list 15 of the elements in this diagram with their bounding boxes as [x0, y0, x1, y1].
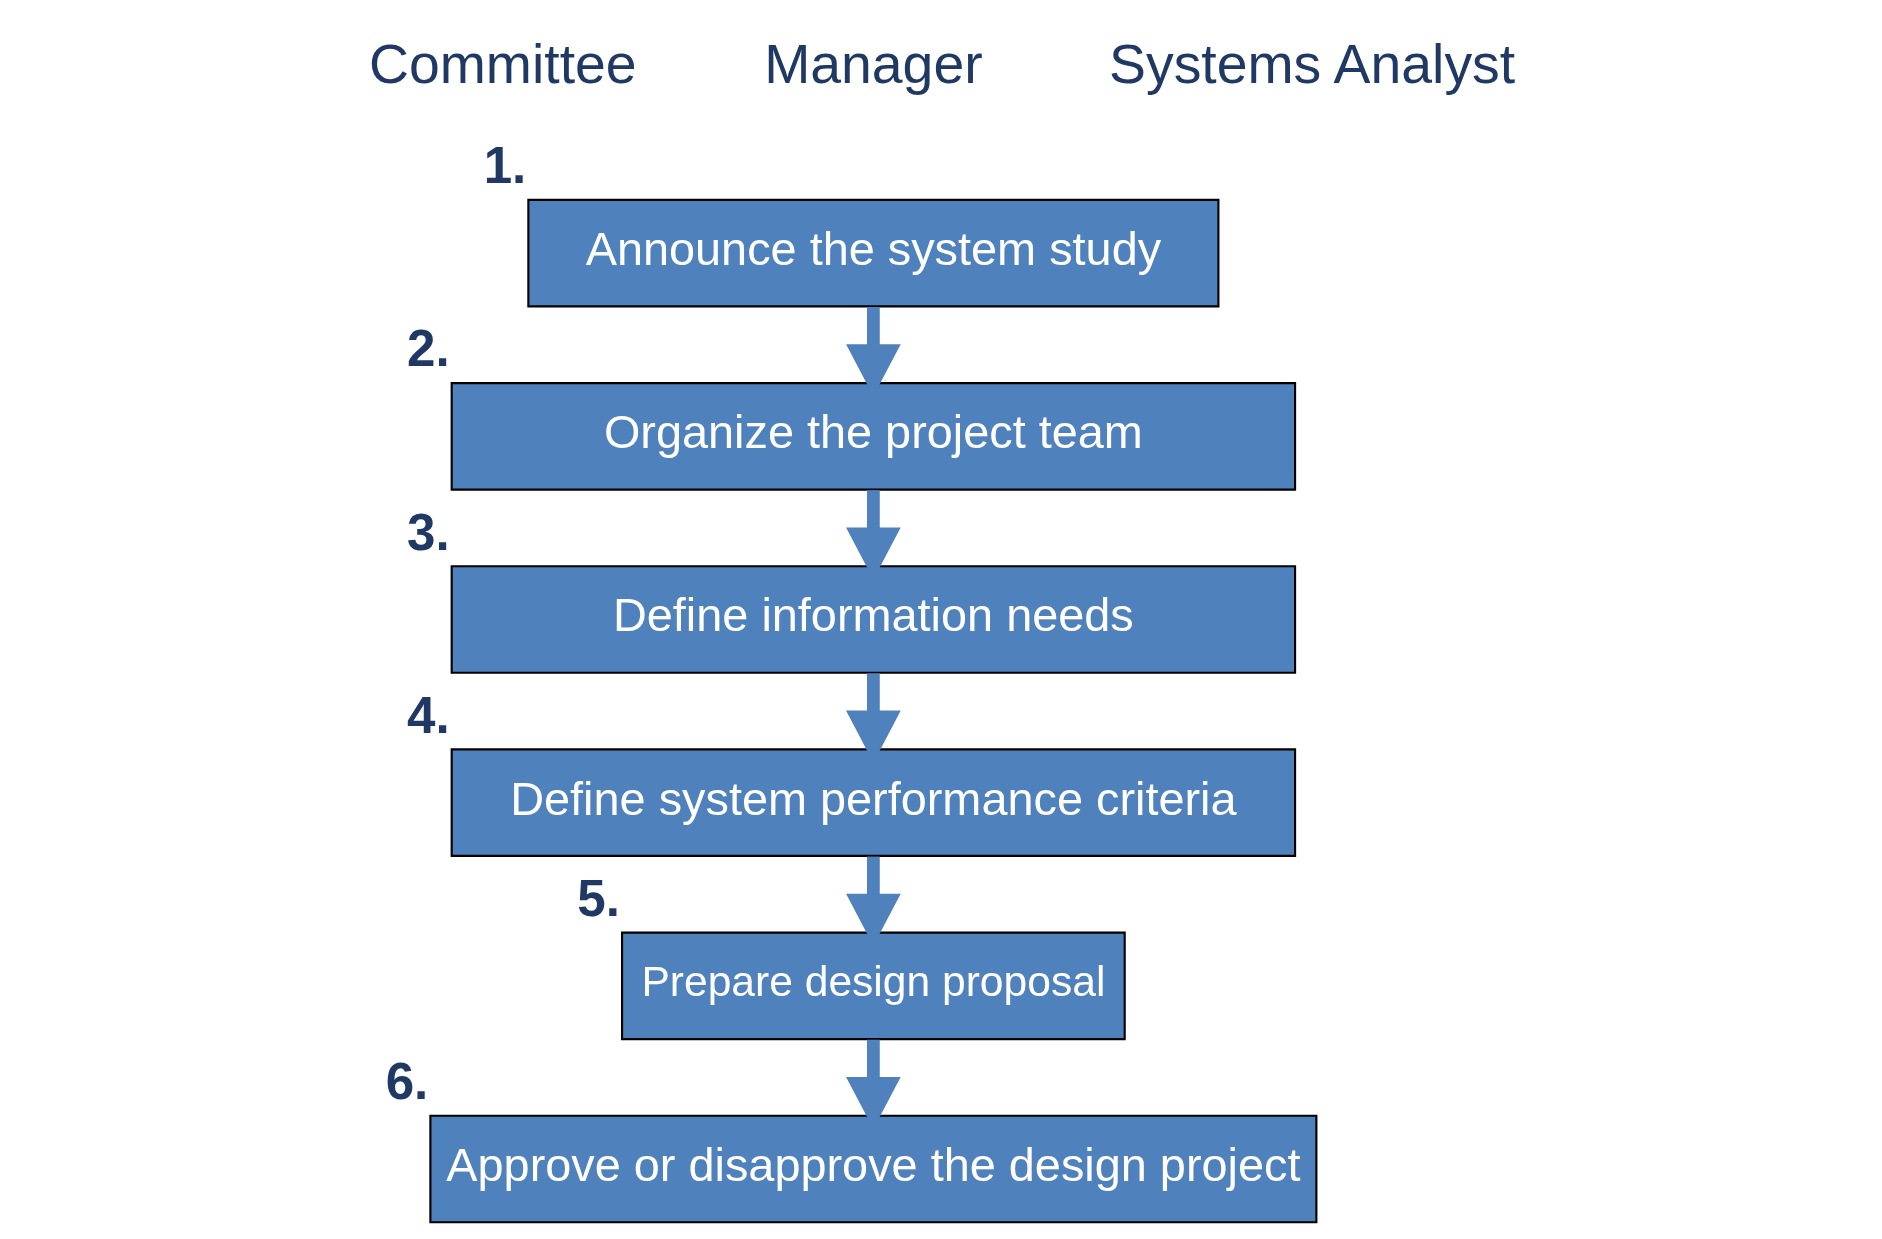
node-box: Announce the system study [527, 198, 1220, 308]
label: Systems Analyst [1109, 33, 1516, 96]
label: Manager [764, 33, 983, 96]
node-label: 3. [406, 503, 450, 561]
node-box: Prepare design proposal [621, 931, 1126, 1041]
node-label: 4. [406, 686, 450, 744]
label: Committee [368, 33, 637, 96]
node-label: 1. [483, 137, 527, 195]
node-label: 5. [577, 869, 620, 927]
node-box: Define system performance criteria [450, 748, 1297, 857]
node-label: 2. [406, 320, 450, 378]
node-label: 6. [385, 1053, 429, 1111]
node-box: Define information needs [450, 565, 1297, 674]
node-box: Approve or disapprove the design project [429, 1114, 1318, 1224]
node-box: Organize the project team [450, 382, 1297, 491]
